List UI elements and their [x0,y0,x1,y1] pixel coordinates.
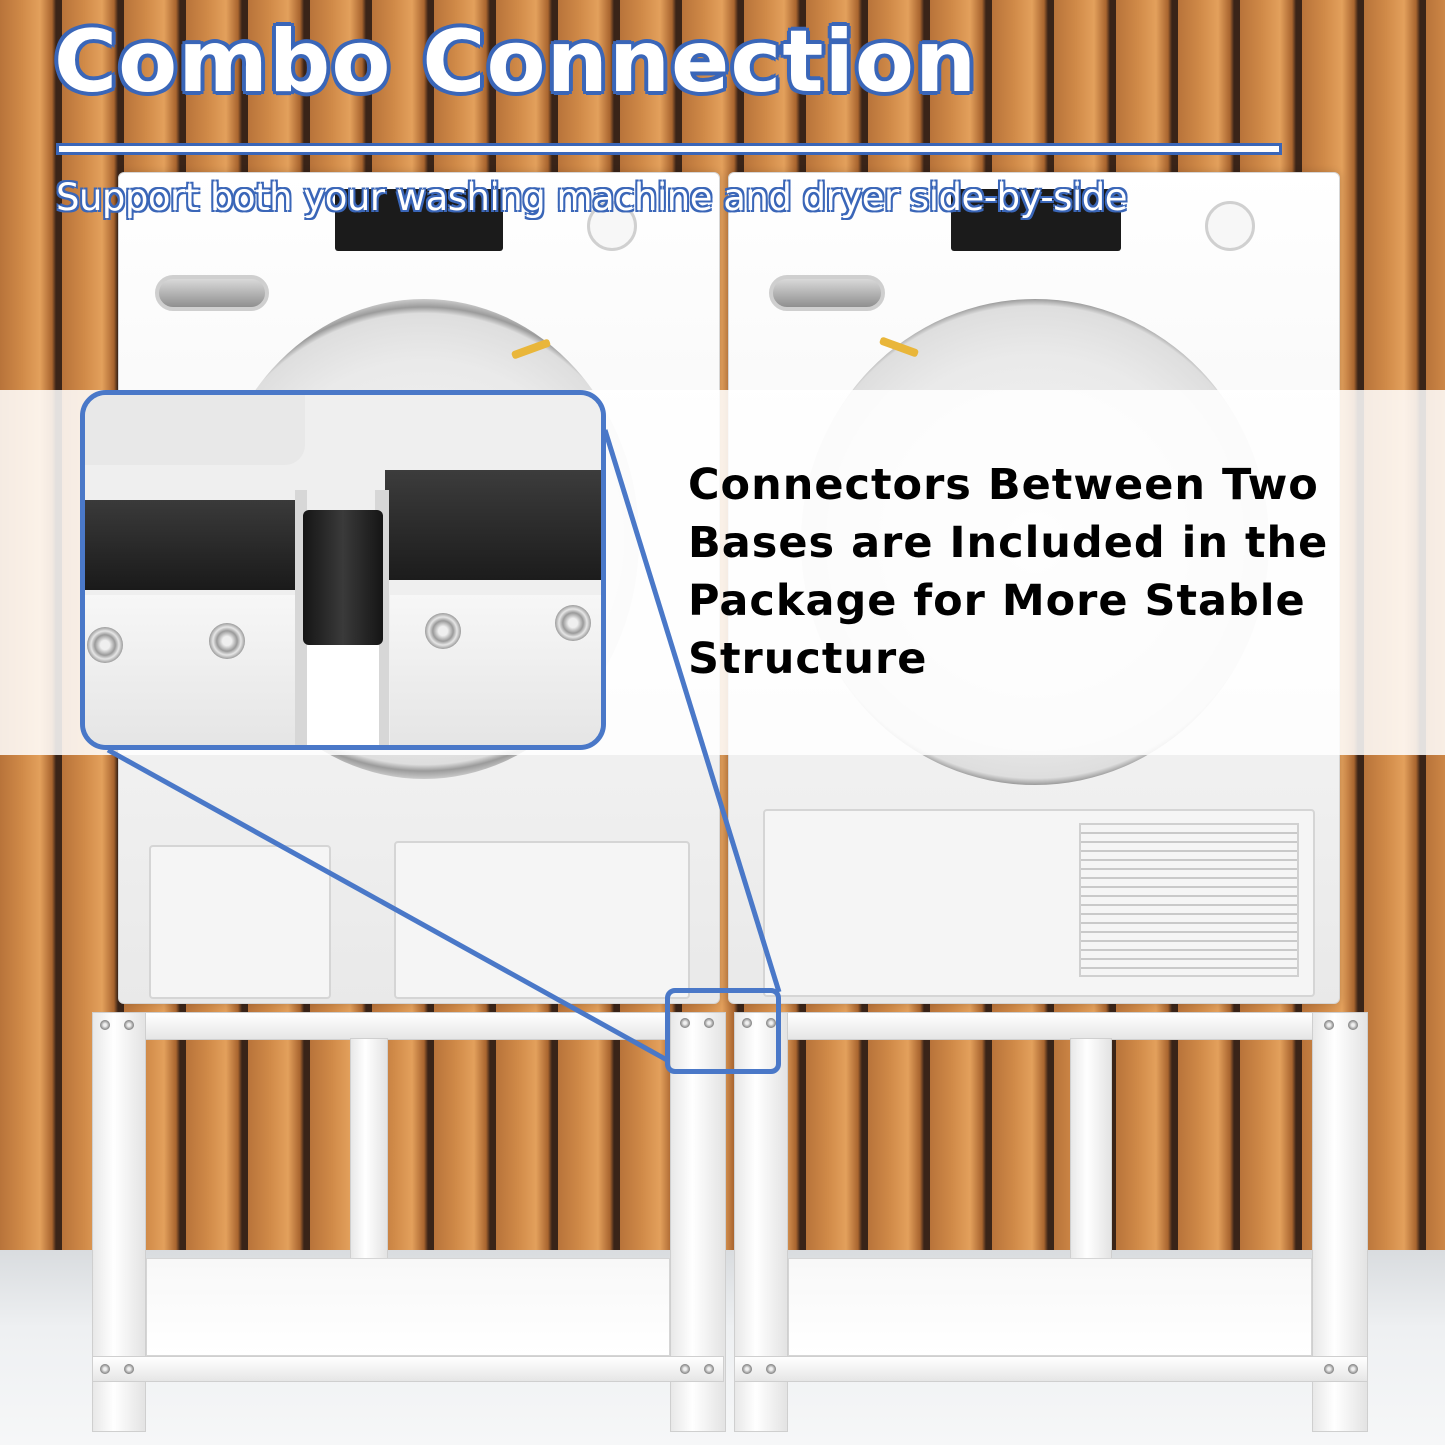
washer-service-hatch-left [149,845,331,999]
washer-dial-icon [587,201,637,251]
subtitle: Support both your washing machine and dr… [56,176,1127,219]
zoom-shadow-left [85,500,295,590]
bolt-icon [742,1018,752,1028]
title-underline [56,143,1282,155]
connector-callout-text: Connectors Between Two Bases are Include… [688,460,1329,684]
bolt-icon [1348,1364,1358,1374]
bolt-icon [680,1018,690,1028]
bolt-icon [766,1364,776,1374]
bolt-icon [124,1020,134,1030]
zoom-frame-gap [307,645,379,745]
zoom-dryer-foot [365,395,601,465]
bolt-icon [766,1018,776,1028]
page-title: Combo Connection [54,12,978,112]
zoom-bolt-icon [87,627,123,663]
zoom-bolt-icon [555,605,591,641]
bolt-icon [680,1364,690,1374]
connector-bracket-icon [303,510,383,645]
zoom-bolt-icon [425,613,461,649]
dryer-dial-icon [1205,201,1255,251]
dryer-vent-grille [1079,823,1299,977]
zoom-bolt-icon [209,623,245,659]
right-base-bottom-shelf [788,1258,1312,1356]
zoom-shadow-right [385,470,601,580]
bolt-icon [704,1364,714,1374]
connector-highlight-box [665,988,781,1074]
right-base-bottom-rail [734,1356,1368,1382]
bolt-icon [1348,1020,1358,1030]
magnifier-callout-icon [80,390,606,750]
right-base-top-rail [734,1012,1368,1040]
left-base-bottom-shelf [146,1258,670,1356]
bolt-icon [100,1020,110,1030]
bolt-icon [124,1364,134,1374]
bolt-icon [100,1364,110,1374]
left-base-top-rail [92,1012,724,1040]
washer-display [335,189,503,251]
dryer-drawer-handle [769,275,885,311]
bolt-icon [742,1364,752,1374]
washer-service-hatch-right [394,841,690,999]
left-base-rear-leg-left [350,1038,388,1262]
bolt-icon [1324,1020,1334,1030]
dryer-display [951,189,1121,251]
bolt-icon [704,1018,714,1028]
zoom-base-frame-left [85,595,300,745]
left-base-bottom-rail [92,1356,724,1382]
bolt-icon [1324,1364,1334,1374]
zoom-washer-foot [85,395,305,465]
right-base-rear-leg-right [1070,1038,1112,1262]
washer-detergent-drawer-handle [155,275,269,311]
